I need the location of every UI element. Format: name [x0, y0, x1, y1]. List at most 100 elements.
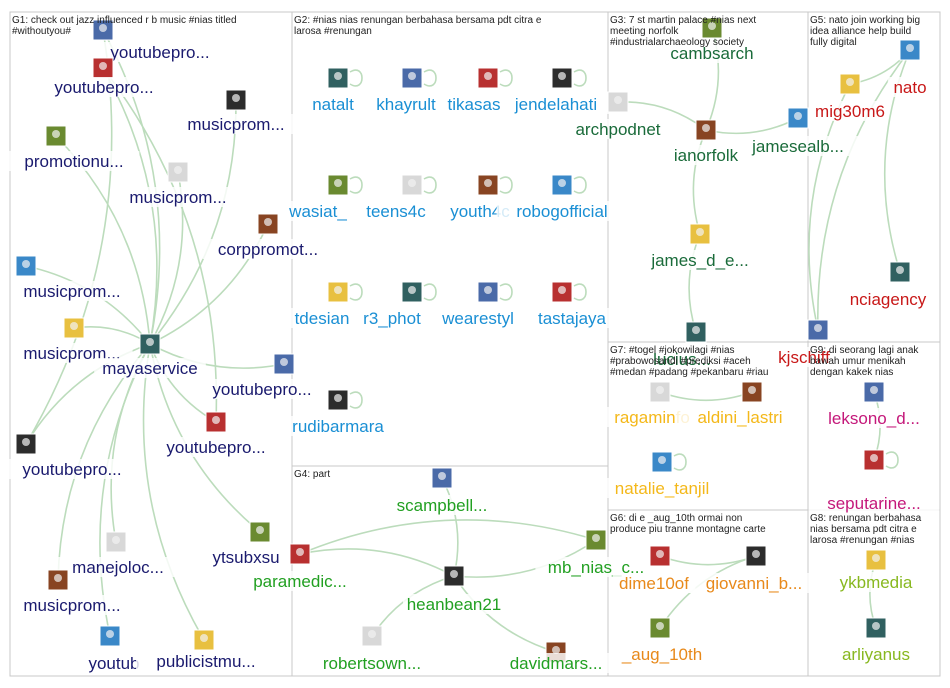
group-title-g3: G3: 7 st martin palace #nias next — [610, 15, 756, 26]
node-n48[interactable]: giovanni_b... — [688, 545, 820, 593]
node-n17[interactable]: publicistmu... — [136, 629, 276, 671]
edge — [573, 283, 587, 301]
node-n29[interactable]: tastajaya — [525, 281, 619, 328]
node-n36[interactable]: lucius... — [635, 321, 729, 369]
node-n2[interactable]: youtubepro... — [38, 57, 170, 97]
node-label: rudibarmara — [292, 417, 384, 436]
node-n31[interactable]: cambsarch — [665, 17, 759, 63]
node-label-bg — [592, 478, 732, 498]
edge — [499, 283, 513, 301]
node-label: wearestyl — [441, 309, 514, 328]
node-n3[interactable]: musicprom... — [175, 89, 297, 134]
node-n51[interactable]: aldini_lastri — [674, 381, 806, 427]
node-n23[interactable]: teens4c — [359, 174, 433, 221]
node-label-bg — [813, 101, 887, 121]
node-n30[interactable]: rudibarmara — [282, 389, 394, 436]
node-n9[interactable]: mayaservice — [94, 333, 206, 378]
node-label-bg — [175, 114, 297, 134]
avatar-face-icon — [872, 554, 880, 562]
node-n43[interactable]: nato — [887, 39, 933, 97]
node-label: musicprom... — [187, 115, 284, 134]
node-n12[interactable]: youtubepro... — [6, 433, 138, 479]
node-n44[interactable]: mig30m6 — [813, 73, 887, 121]
node-n40[interactable]: mb_nias_c... — [535, 529, 657, 577]
group-title-g6: produce piu tranne montagne carte — [610, 524, 766, 535]
node-n37[interactable]: scampbell... — [381, 467, 503, 515]
avatar-face-icon — [896, 266, 904, 274]
node-n42[interactable]: davidmars... — [495, 641, 617, 673]
node-n25[interactable]: robogofficial — [496, 174, 628, 221]
group-title-g7: G7: #togel #jokowilagi #nias — [610, 345, 735, 356]
node-n15[interactable]: musicprom... — [11, 569, 133, 615]
node-label-bg — [82, 653, 146, 673]
node-n55[interactable]: leksono_d... — [813, 381, 935, 428]
node-n7[interactable]: musicprom... — [11, 255, 133, 301]
group-title-g8: nias bersama pdt citra e — [810, 524, 917, 535]
node-n13[interactable]: ytsubxsu — [204, 521, 288, 567]
node-n34[interactable]: jamesealb... — [737, 107, 859, 156]
node-n27[interactable]: r3_phot — [355, 281, 429, 328]
node-n21[interactable]: jendelahati — [500, 67, 612, 114]
node-n33[interactable]: ianorfolk — [659, 119, 753, 165]
node-n1[interactable]: youtubepro... — [92, 19, 226, 62]
edge — [349, 283, 363, 301]
node-label: musicprom... — [129, 188, 226, 207]
node-label-bg — [431, 308, 525, 328]
node-n19[interactable]: khayrult — [364, 67, 448, 114]
node-n10[interactable]: youtubepro... — [196, 353, 328, 399]
node-n28[interactable]: wearestyl — [431, 281, 525, 328]
edge — [149, 99, 237, 345]
avatar-face-icon — [296, 548, 304, 556]
node-n52[interactable]: natalie_tanjil — [592, 451, 732, 498]
node-n4[interactable]: promotionu... — [8, 125, 140, 171]
node-n35[interactable]: james_d_e... — [639, 223, 761, 270]
node-label-bg — [136, 651, 276, 671]
node-n49[interactable]: _aug_10th — [615, 617, 709, 664]
node-n18[interactable]: natalt — [301, 67, 365, 114]
node-label-bg — [500, 94, 612, 114]
avatar-face-icon — [484, 72, 492, 80]
node-n32[interactable]: archpodnet — [567, 91, 669, 139]
node-label: youtubepro... — [110, 43, 209, 62]
node-n14[interactable]: manejoloc... — [57, 531, 179, 577]
node-n11[interactable]: youtubepro... — [150, 411, 282, 457]
node-label-bg — [567, 119, 669, 139]
node-label-bg — [887, 77, 933, 97]
avatar-face-icon — [54, 574, 62, 582]
node-label: mig30m6 — [815, 102, 885, 121]
node-n20[interactable]: tikasas — [437, 67, 511, 114]
node-n5[interactable]: musicprom... — [117, 161, 239, 207]
edge — [673, 453, 687, 471]
avatar-face-icon — [656, 622, 664, 630]
node-n53[interactable]: ykbmedia — [834, 549, 918, 592]
node-label-bg — [659, 145, 753, 165]
group-title-g8: G8: renungan berbahasa — [810, 513, 922, 524]
node-n22[interactable]: wasiat_ — [281, 174, 355, 221]
avatar-face-icon — [794, 112, 802, 120]
node-n54[interactable]: arliyanus — [829, 617, 923, 664]
node-label: youtub — [88, 654, 139, 673]
node-n16[interactable]: youtub — [82, 625, 146, 673]
nodes-layer: youtubepro...youtubepro...musicprom...pr… — [6, 17, 940, 673]
node-label-bg — [359, 201, 433, 221]
node-label: corppromot... — [218, 240, 318, 259]
node-label-bg — [301, 94, 365, 114]
node-n6[interactable]: corppromot... — [202, 213, 334, 259]
node-label: musicprom... — [23, 596, 120, 615]
node-n47[interactable]: dime10of — [612, 545, 696, 593]
node-n41[interactable]: robertsown... — [306, 625, 438, 673]
node-n46[interactable]: kjschiff — [762, 319, 846, 367]
node-n45[interactable]: nciagency — [841, 261, 935, 309]
node-label: tikasas — [448, 95, 501, 114]
node-label-bg — [282, 416, 394, 436]
avatar-face-icon — [870, 454, 878, 462]
node-n39[interactable]: heanbean21 — [403, 565, 505, 614]
node-n56[interactable]: seputarine... — [808, 449, 940, 513]
edge — [299, 548, 455, 577]
node-n8[interactable]: musicprom... — [11, 317, 133, 363]
group-title-g2: larosa #renungan — [294, 26, 372, 37]
node-n26[interactable]: tdesian — [285, 281, 359, 328]
node-n38[interactable]: paramedic... — [239, 543, 361, 591]
node-label: paramedic... — [253, 572, 347, 591]
